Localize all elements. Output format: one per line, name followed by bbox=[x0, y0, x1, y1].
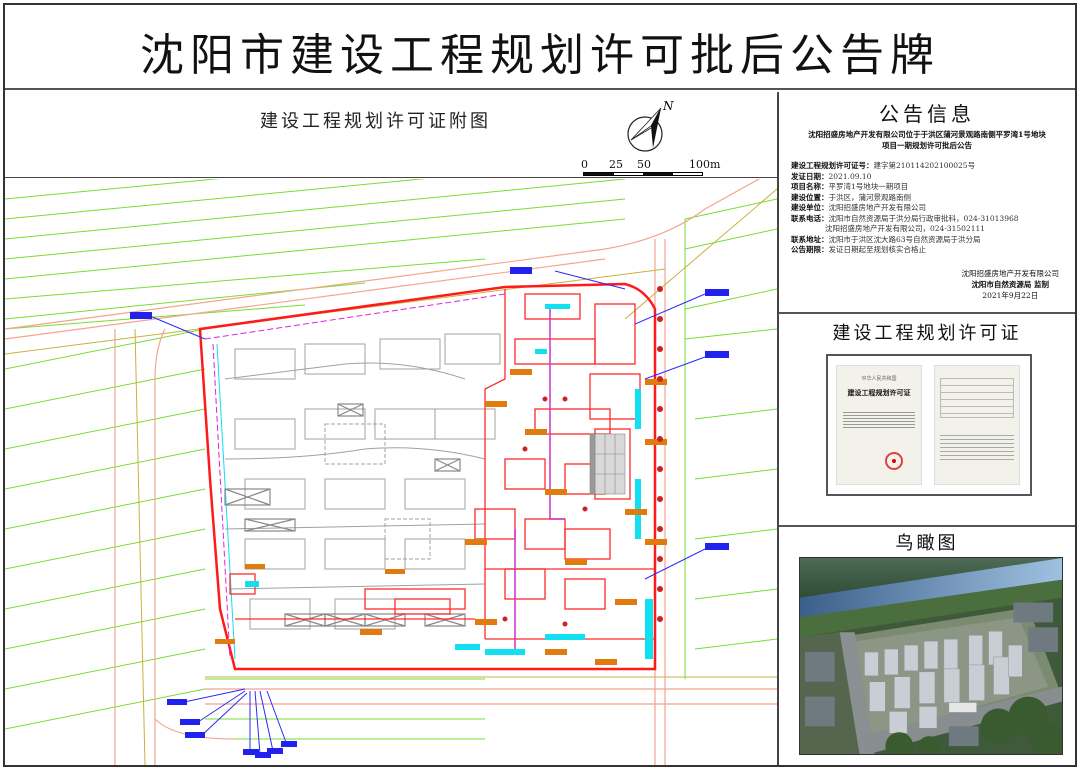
field-permit-number: 建设工程规划许可证号：建字第210114202100025号 bbox=[791, 161, 976, 170]
site-plan-header: 建设工程规划许可证附图 N 0 25 50 100m bbox=[5, 92, 777, 178]
field-project-name: 项目名称：平罗湾1号地块一期项目 bbox=[791, 182, 909, 191]
aerial-side-buildings bbox=[804, 602, 1059, 747]
garage-grid bbox=[589, 433, 626, 495]
field-issue-date: 发证日期：2021.09.10 bbox=[791, 171, 872, 181]
scale-label-50: 50 bbox=[637, 158, 651, 171]
aerial-section: 鸟瞰图 bbox=[779, 527, 1075, 765]
north-arrow-icon: N bbox=[627, 100, 674, 152]
scale-label-100: 100m bbox=[689, 158, 721, 171]
signoff-date: 2021年9月22日 bbox=[982, 291, 1039, 300]
permit-section: 建设工程规划许可证 中华人民共和国 建设工程规划许可证 bbox=[779, 314, 1075, 527]
orange-annotations bbox=[215, 369, 667, 665]
board-title: 沈阳市建设工程规划许可批后公告牌 bbox=[140, 29, 940, 81]
blue-leaders bbox=[149, 270, 706, 755]
info-column: 公告信息 沈阳招盛房地产开发有限公司位于于洪区蒲河景观路南侧平罗湾1号地块 项目… bbox=[777, 92, 1075, 765]
field-address: 联系地址：沈阳市于洪区沈大路63号自然资源局于洪分局 bbox=[791, 234, 981, 244]
permit-page-front: 中华人民共和国 建设工程规划许可证 bbox=[836, 365, 922, 485]
scale-label-0: 0 bbox=[581, 158, 588, 171]
permit-document-image: 中华人民共和国 建设工程规划许可证 bbox=[826, 354, 1032, 496]
aerial-towers bbox=[864, 631, 1023, 734]
svg-text:N: N bbox=[662, 100, 674, 113]
permit-title: 建设工程规划许可证 bbox=[832, 323, 1022, 344]
field-phone: 联系电话：沈阳市自然资源局于洪分局行政审批科，024-31013968 bbox=[791, 213, 1019, 223]
board-title-bar: 沈阳市建设工程规划许可批后公告牌 bbox=[5, 5, 1075, 90]
blue-labels bbox=[130, 267, 729, 758]
notice-subtitle-line-2: 项目一期规划许可批后公告 bbox=[882, 141, 972, 150]
field-location: 建设位置：于洪区，蒲河景观路南侧 bbox=[791, 192, 911, 202]
announcement-board: 沈阳市建设工程规划许可批后公告牌 建设工程规划许可证附图 N 0 25 50 1… bbox=[3, 3, 1077, 767]
scale-bar: 0 25 50 100m bbox=[581, 158, 721, 178]
notice-subtitle: 沈阳招盛房地产开发有限公司位于于洪区蒲河景观路南侧平罗湾1号地块 项目一期规划许… bbox=[779, 129, 1075, 151]
notice-title: 公告信息 bbox=[879, 102, 975, 126]
red-node-markers bbox=[502, 286, 663, 627]
field-developer: 建设单位：沈阳招盛房地产开发有限公司 bbox=[791, 203, 926, 212]
site-plan-drawing bbox=[5, 179, 777, 765]
notice-subtitle-line-1: 沈阳招盛房地产开发有限公司位于于洪区蒲河景观路南侧平罗湾1号地块 bbox=[808, 130, 1046, 139]
notice-section: 公告信息 沈阳招盛房地产开发有限公司位于于洪区蒲河景观路南侧平罗湾1号地块 项目… bbox=[779, 92, 1075, 314]
site-plan-panel: 建设工程规划许可证附图 N 0 25 50 100m bbox=[5, 92, 777, 765]
scale-label-25: 25 bbox=[609, 158, 623, 171]
signoff-supervisor: 沈阳市自然资源局 监制 bbox=[971, 280, 1050, 289]
field-notice-period: 公告期限：发证日期起至规划核实合格止 bbox=[791, 245, 926, 254]
site-plan-title: 建设工程规划许可证附图 bbox=[260, 111, 491, 132]
notice-signoff: 沈阳招盛房地产开发有限公司 沈阳市自然资源局 监制 2021年9月22日 bbox=[962, 268, 1060, 301]
site-boundary bbox=[198, 282, 657, 671]
aerial-title: 鸟瞰图 bbox=[895, 533, 959, 554]
official-seal-icon bbox=[885, 452, 903, 470]
signoff-company: 沈阳招盛房地产开发有限公司 bbox=[961, 269, 1060, 278]
planning-lines bbox=[5, 179, 777, 740]
permit-page-back bbox=[934, 365, 1020, 485]
phase-two-buildings bbox=[224, 333, 501, 630]
aerial-rendering-image bbox=[799, 557, 1063, 755]
aerial-trees bbox=[885, 696, 1062, 754]
field-phone-continued: 沈阳招盛房地产开发有限公司，024-31502111 bbox=[825, 224, 986, 233]
notice-fields: 建设工程规划许可证号：建字第210114202100025号 发证日期：2021… bbox=[791, 161, 1075, 256]
permit-doc-country: 中华人民共和国 bbox=[861, 376, 897, 382]
hatched-boxes bbox=[224, 403, 466, 627]
permit-doc-title: 建设工程规划许可证 bbox=[847, 388, 911, 397]
